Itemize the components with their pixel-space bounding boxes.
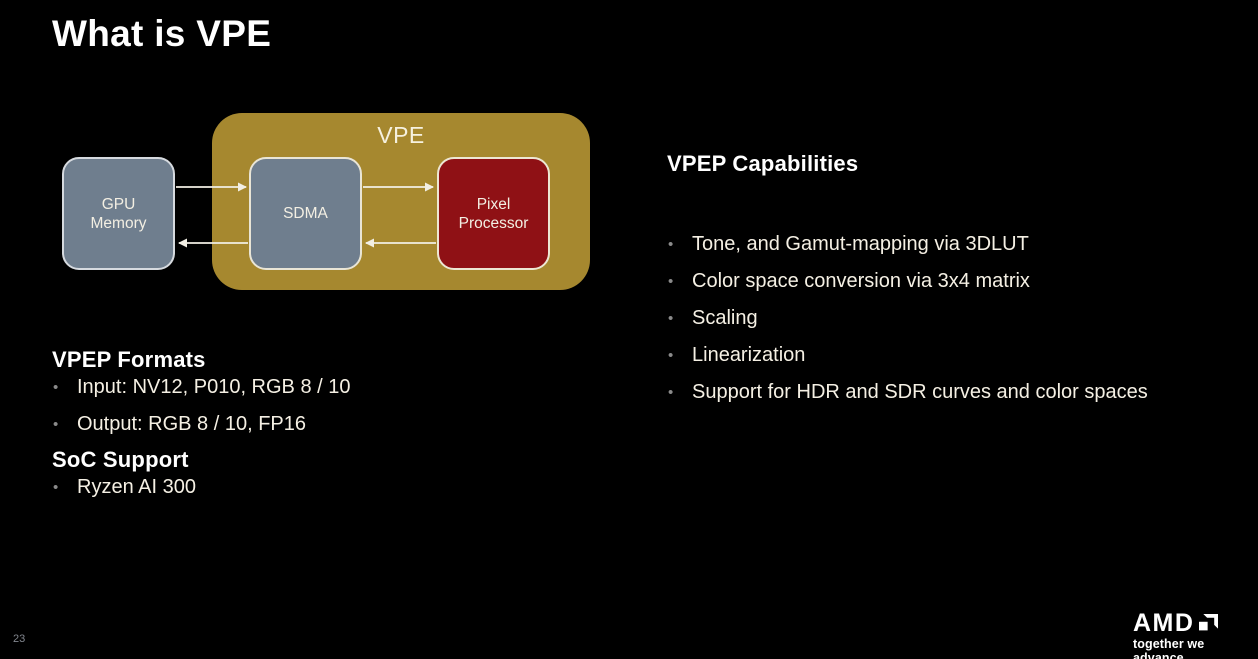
bullet-dot: • <box>53 479 59 496</box>
list-item: • Color space conversion via 3x4 matrix <box>667 267 1159 296</box>
page-number: 23 <box>13 633 26 645</box>
node-pixel-processor-label-line1: Pixel <box>476 195 511 213</box>
node-gpu-memory-label-line2: Memory <box>90 214 147 232</box>
list-item: • Input: NV12, P010, RGB 8 / 10 <box>52 373 552 402</box>
list-item-text: Linearization <box>692 344 806 366</box>
list-item: • Scaling <box>667 304 1159 333</box>
bullet-dot: • <box>668 384 674 401</box>
list-item: • Linearization <box>667 341 1159 370</box>
slide-title: What is VPE <box>52 13 272 54</box>
list-item: • Support for HDR and SDR curves and col… <box>667 378 1159 407</box>
diagram-arrows <box>176 182 436 248</box>
node-sdma-label: SDMA <box>283 205 328 222</box>
soc-heading: SoC Support <box>52 447 189 472</box>
node-pixel-processor-label-line2: Processor <box>458 214 529 232</box>
amd-logo: AMD together we advance_ <box>1133 611 1258 659</box>
list-item-text: Ryzen AI 300 <box>77 476 196 498</box>
bullet-dot: • <box>53 416 59 433</box>
node-pixel-processor: Pixel Processor <box>437 157 550 270</box>
node-sdma: SDMA <box>249 157 362 270</box>
capabilities-section: VPEP Capabilities • Tone, and Gamut-mapp… <box>667 151 1159 415</box>
amd-wordmark: AMD <box>1133 609 1195 637</box>
bullet-dot: • <box>668 347 674 364</box>
formats-list: • Input: NV12, P010, RGB 8 / 10 • Output… <box>52 373 552 439</box>
list-item-text: Scaling <box>692 307 758 329</box>
vpe-container-label: VPE <box>377 122 425 148</box>
capabilities-heading: VPEP Capabilities <box>667 151 859 176</box>
formats-heading: VPEP Formats <box>52 347 206 372</box>
node-gpu-memory: GPU Memory <box>62 157 175 270</box>
soc-list: • Ryzen AI 300 <box>52 473 552 502</box>
list-item: • Output: RGB 8 / 10, FP16 <box>52 410 552 439</box>
amd-logo-row: AMD <box>1133 609 1258 637</box>
bullet-dot: • <box>668 310 674 327</box>
list-item: • Ryzen AI 300 <box>52 473 552 502</box>
bullet-dot: • <box>53 379 59 396</box>
list-item-text: Tone, and Gamut-mapping via 3DLUT <box>692 233 1029 255</box>
list-item-text: Support for HDR and SDR curves and color… <box>692 381 1148 403</box>
amd-arrow-icon <box>1199 613 1219 630</box>
amd-tagline: together we advance_ <box>1133 637 1205 659</box>
list-item-text: Input: NV12, P010, RGB 8 / 10 <box>77 376 351 398</box>
capabilities-list: • Tone, and Gamut-mapping via 3DLUT • Co… <box>667 230 1159 407</box>
list-item-text: Output: RGB 8 / 10, FP16 <box>77 413 307 435</box>
list-item-text: Color space conversion via 3x4 matrix <box>692 270 1030 292</box>
node-gpu-memory-label-line1: GPU <box>101 195 136 213</box>
formats-and-soc-section: VPEP Formats • Input: NV12, P010, RGB 8 … <box>52 347 552 510</box>
bullet-dot: • <box>668 273 674 290</box>
list-item: • Tone, and Gamut-mapping via 3DLUT <box>667 230 1159 259</box>
bullet-dot: • <box>668 236 674 253</box>
